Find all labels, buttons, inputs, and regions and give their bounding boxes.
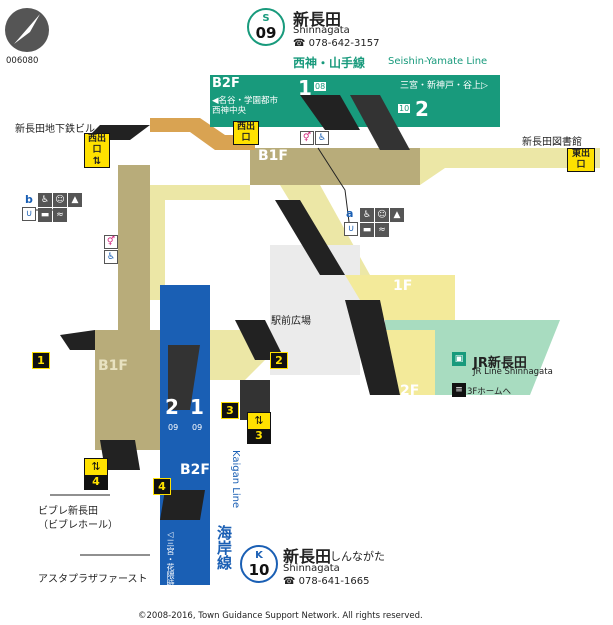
baby-icon: ☺ [375,208,389,222]
line-name-en: Seishin-Yamate Line [388,56,488,67]
kaigan-station-tel: ☎ 078-641-1665 [283,576,370,587]
baby-icon: ☺ [53,193,67,207]
exit-4: 4 [153,478,171,495]
b1f-upper-concourse [250,148,420,185]
elevator-icon: ⇅ [254,414,264,427]
kaigan-line-en: Kaigan Line [230,450,241,509]
kaigan-station-badge: K 10 [240,545,278,583]
kaigan-station-name: 新長田 [283,547,332,566]
toilet-icon: ▲ [390,208,404,222]
escalator [275,200,345,275]
biple-label-1: ビブレ新長田 [38,506,98,517]
magnet-icon: ∪ [22,207,36,221]
west-exit-2: 西出口 [233,121,259,145]
b1f-label-top: B1F [258,148,288,164]
jr-stairs-icon: ≡ [452,383,466,397]
station-tel: ☎ 078-642-3157 [293,38,380,49]
line-code: S [262,13,270,24]
exit-2: 2 [270,352,288,369]
elevator-icon: ⇅ [91,460,101,473]
library-label: 新長田図書館 [522,137,582,148]
escalator [300,95,360,130]
escalator [60,330,95,350]
library-passage [420,148,600,185]
jr-train-icon: ▣ [452,352,466,366]
route-line [317,147,351,231]
escalator [350,95,410,150]
facility-a-label: a [346,207,354,220]
station-name: 新長田 [293,10,342,29]
seishin-platform-2: 2 [415,97,429,121]
b1f-lower-left [95,330,160,450]
b1f-label-left: B1F [98,358,128,374]
jr-name: JR新長田 [473,356,527,371]
kaigan-platform-2: 2 [165,395,179,419]
wheelchair-icon: ♿ [38,193,52,207]
north-arrow-needle [14,14,40,44]
elevator-exit-3-num: 3 [248,429,270,443]
jr-platform-label: 3Fホームへ [467,387,512,397]
kaigan-station-number: 10 [248,561,270,579]
kaigan-platform-1: 1 [190,395,204,419]
east-exit: 東出口 [567,148,595,172]
escalator [240,380,270,420]
kaigan-line-code: K [255,550,263,561]
kaigan-station-kana: しんながた [330,550,385,563]
bed-icon: ▬ [360,223,374,237]
building-passage [150,118,255,150]
kaigan-direction: ◁三宮・花隈時計 [166,530,175,595]
escalator [168,345,200,410]
escalator [100,440,140,470]
escalator [235,320,285,360]
building-label: 新長田地下鉄ビル [15,124,95,135]
west-exit-label: 西出口 [87,134,106,155]
elevator-exit-3: ⇅ 3 [247,412,271,444]
f1-label: 1F [393,278,413,294]
restroom-icon: ⚥ [104,235,118,249]
seishin-track-1: 08 [314,82,327,91]
wheelchair-icon: ♿ [360,208,374,222]
sink-icon: ≈ [375,223,389,237]
restroom-icon: ⚥ [300,131,314,145]
kaigan-line-ja: 海岸線 [215,525,233,570]
accessible-toilet-icon: ♿ [104,250,118,264]
seishin-station-badge: S 09 [247,8,285,46]
seishin-platform-1: 1 [298,76,312,100]
station-number: 09 [255,24,277,42]
exit-3: 3 [221,402,239,419]
kaigan-track-2: 09 [168,423,179,432]
escalator [160,490,205,520]
line-name-ja: 西神・山手線 [293,56,366,70]
kaigan-track-1: 09 [192,423,203,432]
map-id: 006080 [6,56,39,66]
toilet-icon: ▲ [68,193,82,207]
kaigan-floor-label: B2F [180,462,210,478]
seishin-dir-right: 三宮・新神戸・谷上▷ [400,81,488,91]
bed-icon: ▬ [38,208,52,222]
sink-icon: ≈ [53,208,67,222]
exit-1: 1 [32,352,50,369]
west-corridor [118,165,150,350]
seishin-track-2: 10 [398,104,411,113]
elevator-exit-4: ⇅ 4 [84,458,108,490]
f2-label: 2F [400,383,420,399]
magnet-icon: ∪ [344,222,358,236]
asta-label: アスタプラザファースト [38,574,148,585]
station-romaji: Shinnagata [293,25,350,36]
west-exit-elevator: 西出口 ⇅ [84,133,110,168]
accessible-toilet-icon: ♿ [315,131,329,145]
copyright: ©2008-2016, Town Guidance Support Networ… [138,611,423,621]
facility-b-label: b [25,193,33,206]
biple-label-2: （ビブレホール） [38,520,118,531]
seishin-floor-label: B2F [212,76,240,91]
jr-name-en: JR Line Shinnagata [473,367,553,377]
escalator [345,300,400,395]
kaigan-station-romaji: Shinnagata [283,563,340,574]
elevator-exit-4-num: 4 [85,475,107,489]
seishin-dir-left: ◀名谷・学園都市 西神中央 [212,96,279,116]
plaza-label: 駅前広場 [271,316,311,327]
elevator-icon: ⇅ [92,156,102,167]
west-corridor-light [150,185,250,300]
